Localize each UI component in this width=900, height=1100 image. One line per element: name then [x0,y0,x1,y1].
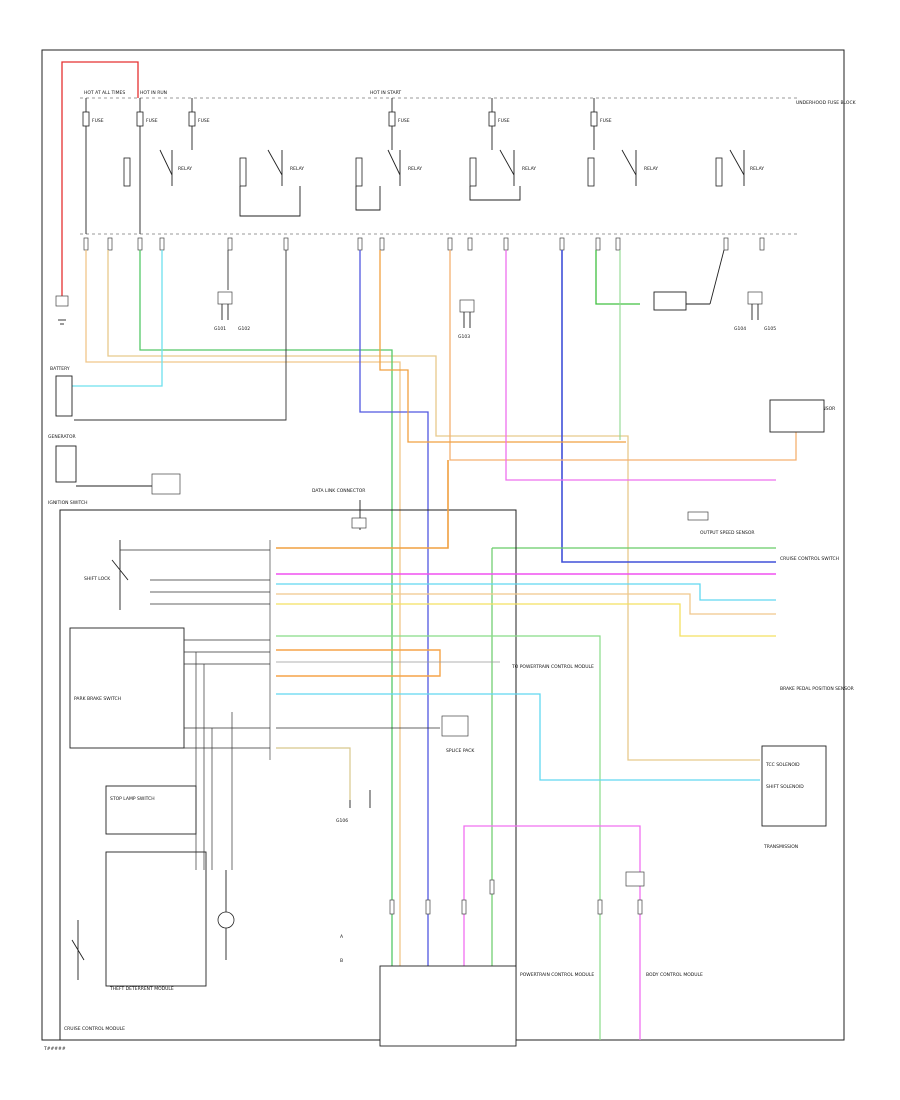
transmission-label: TRANSMISSION [763,844,798,850]
label-underhood-fuse-block: UNDERHOOD FUSE BLOCK [796,100,857,106]
wire-cyan-1 [70,250,163,387]
relay-5: RELAY [587,149,658,187]
svg-text:BATTERY: BATTERY [50,366,70,372]
wire-orange-h1 [276,460,449,549]
theft-module-component: THEFT DETERRENT MODULE [71,851,235,992]
shift-solenoid-label: SHIFT SOLENOID [766,784,804,790]
svg-text:GENERATOR: GENERATOR [48,434,76,440]
wire-tan-h1 [276,593,776,615]
wire-blue-2 [561,250,776,563]
ground-g103: G103 [458,334,470,340]
right-label-oss: OUTPUT SPEED SENSOR [700,530,755,536]
wire-black-1 [74,250,287,421]
wire-pink-1 [505,250,776,481]
transmission-box [761,745,827,827]
vss-component [687,399,825,521]
relay-3: RELAY [355,149,422,187]
svg-text:THEFT DETERRENT MODULE: THEFT DETERRENT MODULE [109,986,174,992]
pin-a-label: A [340,934,344,940]
bottom-connector-row [389,871,645,915]
ground-g104: G104 [734,326,746,332]
wire-red-battery [61,61,139,300]
label-hot-at-all-times: HOT AT ALL TIMES [84,90,125,96]
fuse-4 [388,111,396,127]
connector-row [83,237,765,251]
wire-green-1 [139,250,393,1040]
svg-text:SHIFT LOCK: SHIFT LOCK [84,576,111,582]
ground-g106: G106 [336,818,348,824]
wire-orange-h2 [276,649,441,677]
fuse-1 [82,111,90,127]
fuse-5 [488,111,496,127]
svg-text:RELAY: RELAY [290,166,304,172]
tcc-label: TCC SOLENOID [765,762,800,768]
svg-text:RELAY: RELAY [644,166,658,172]
relay-1: RELAY [123,149,192,187]
wire-yellow-h1 [276,603,776,637]
ground-g105: G105 [764,326,776,332]
ground-g102: G102 [238,326,250,332]
relay-4: RELAY [469,149,536,187]
stop-lamp-component: STOP LAMP SWITCH [105,785,197,835]
label-hot-in-start: HOT IN START [370,90,401,96]
wire-blue-1 [359,250,429,1040]
label-hot-in-run: HOT IN RUN [140,90,167,96]
splice-pack-label: SPLICE PACK [446,748,475,754]
battery-component: BATTERY [50,295,70,372]
svg-text:IGNITION SWITCH: IGNITION SWITCH [48,500,88,506]
relay-box-right [653,291,687,311]
cruise-module-frame [59,509,517,1041]
wire-tan-1 [85,250,401,1040]
relay-6: RELAY [715,149,764,187]
fuse-label-3: FUSE [198,118,210,124]
bcm-label: BODY CONTROL MODULE [646,972,703,978]
fuse-label-5: FUSE [498,118,510,124]
svg-text:PARK BRAKE SWITCH: PARK BRAKE SWITCH [74,696,121,702]
footer-code: T##### [43,1046,66,1052]
pcm-label: POWERTRAIN CONTROL MODULE [520,972,594,978]
ground-group-top: G101 G102 G103 G104 G105 [214,291,776,340]
wire-orange-1 [449,250,797,461]
pin-b-label: B [340,958,343,964]
data-link-label: DATA LINK CONNECTOR [312,488,365,494]
relay-2: RELAY [239,149,304,187]
wire-cyan-h2 [276,693,760,781]
generator-component: GENERATOR [48,375,76,440]
ground-center: G106 [336,790,371,824]
ignition-switch-component: IGNITION SWITCH [48,445,181,506]
to-pcm-label: TO POWERTRAIN CONTROL MODULE [511,664,594,670]
fuse-6 [590,111,598,127]
pcm-block [379,965,517,1047]
splice-pack [441,715,469,737]
wire-green-2 [595,250,640,305]
wire-cyan-h1 [276,583,776,601]
cruise-module-label: CRUISE CONTROL MODULE [64,1026,125,1032]
fuse-label-2: FUSE [146,118,158,124]
svg-text:STOP LAMP SWITCH: STOP LAMP SWITCH [110,796,155,802]
fuse-3 [188,111,196,127]
wire-tan-h2 [276,747,351,800]
ground-g101: G101 [214,326,226,332]
fuse-row [82,98,598,234]
svg-text:RELAY: RELAY [178,166,192,172]
park-brake-component: PARK BRAKE SWITCH [69,627,185,749]
fuse-label-1: FUSE [92,118,104,124]
fuse-2 [136,111,144,127]
svg-text:RELAY: RELAY [522,166,536,172]
relay-row: RELAY RELAY RELAY RELAY RELAY RELAY [123,149,764,217]
right-label-cruise-switch: CRUISE CONTROL SWITCH [780,556,839,562]
shift-lock-component: SHIFT LOCK [84,540,129,610]
fuse-label-4: FUSE [398,118,410,124]
wire-tan-2 [107,250,760,761]
svg-text:RELAY: RELAY [408,166,422,172]
wire-orange-2 [379,250,626,443]
fuse-label-6: FUSE [600,118,612,124]
wire-magenta-h2 [463,825,641,1040]
right-label-bpp: BRAKE PEDAL POSITION SENSOR [780,686,854,692]
harness-center [120,540,271,870]
svg-text:RELAY: RELAY [750,166,764,172]
